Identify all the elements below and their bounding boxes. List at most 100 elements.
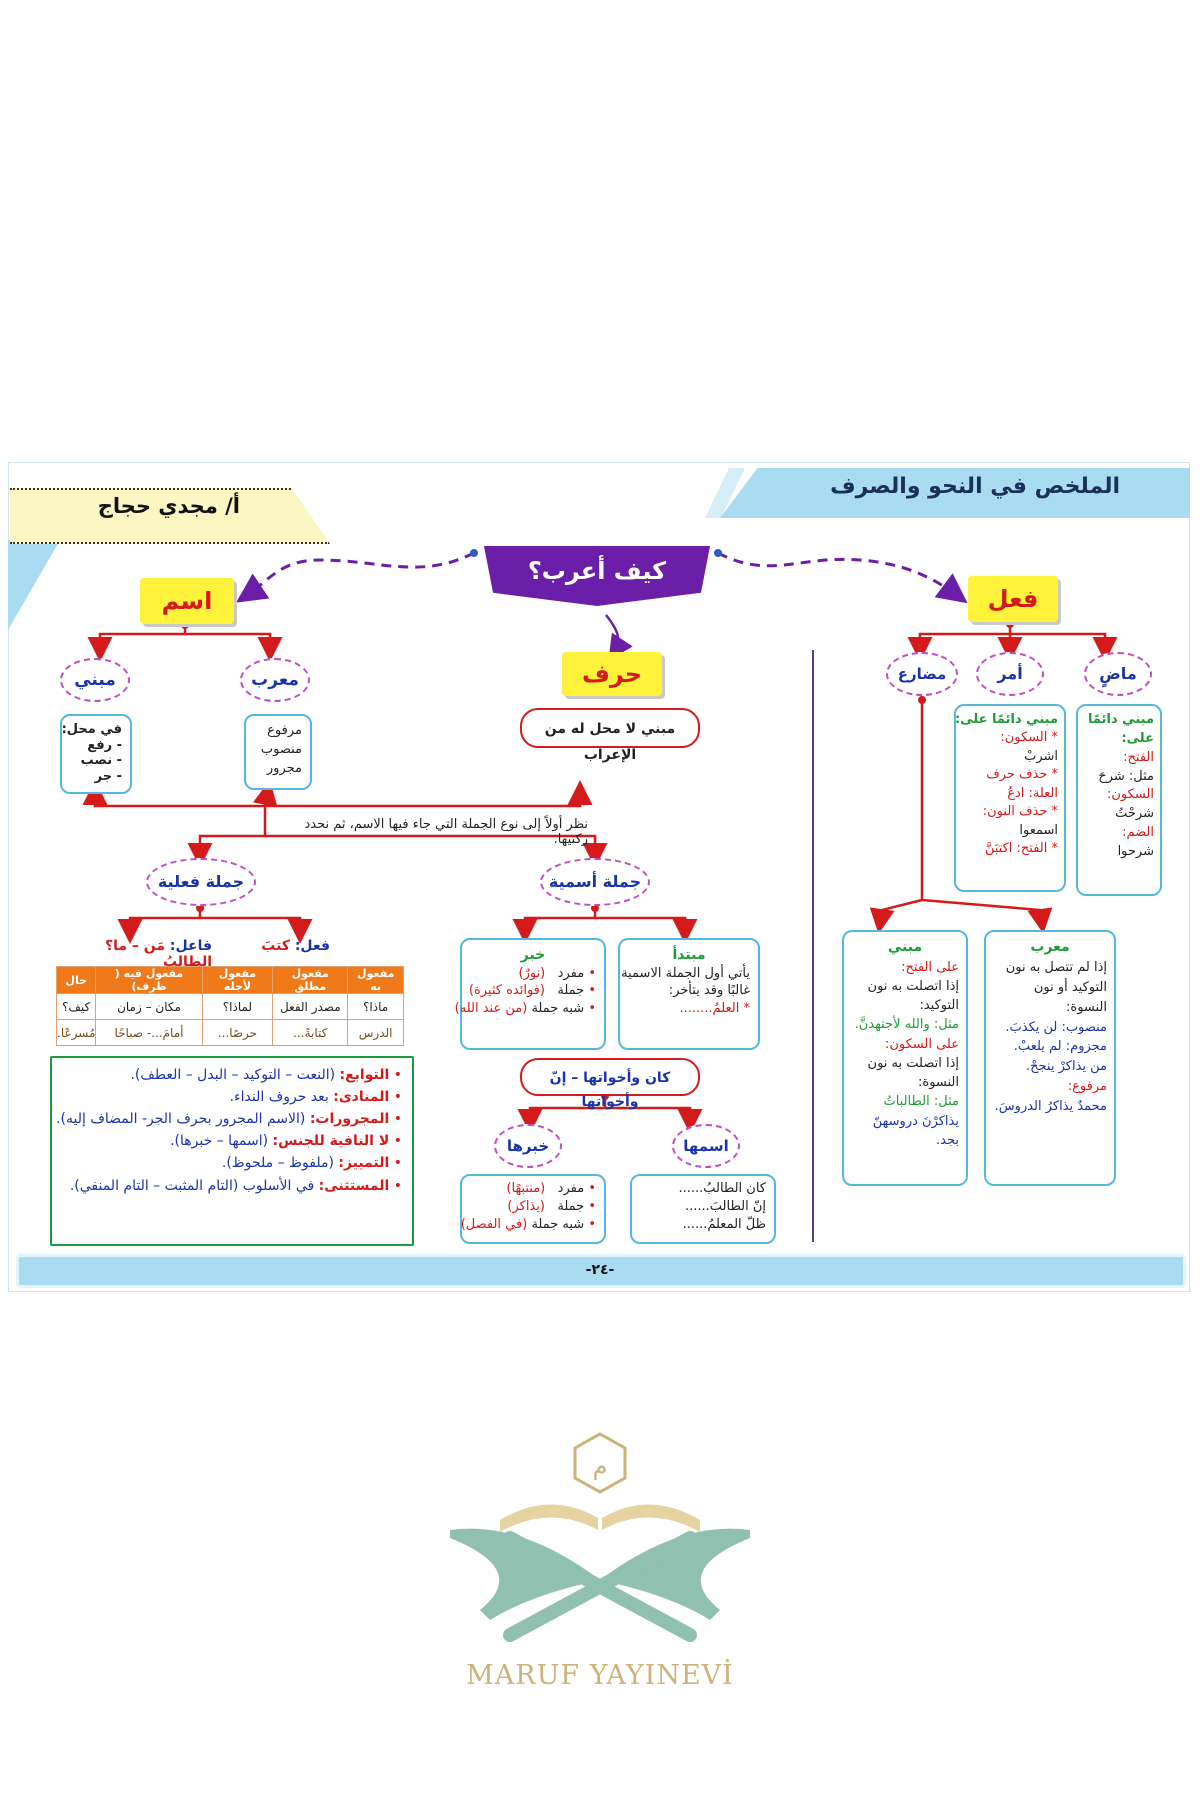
amr-oval: أمر <box>976 652 1044 696</box>
publisher-name: MARUF YAYINEVİ <box>466 1660 734 1691</box>
case-value: (اسمها – خبرها). <box>170 1133 269 1150</box>
mudari-mabni-line: إذا اتصلت به نون <box>867 1055 959 1071</box>
mudari-mabni-line: التوكيد: <box>919 998 959 1014</box>
kana-khabar-line: • جملة (يذاكر) <box>507 1199 596 1215</box>
amr-line: مبني دائمًا على: <box>954 712 1058 727</box>
harf-description: مبني لا محل له من الإعراب <box>520 708 700 763</box>
kana-ism-oval: اسمها <box>672 1124 740 1168</box>
mudari-murab-line: التوكيد أو نون <box>1033 980 1107 996</box>
khabar-example: (نورٌ) <box>518 965 546 981</box>
case-key: التوابع: <box>339 1067 390 1083</box>
ism-badge: اسم <box>140 578 234 624</box>
ism-murab-oval: معرب <box>240 658 310 702</box>
amr-line: اسمعوا <box>1019 822 1058 838</box>
mudari-mabni-line: مثل: والله لأجتهدنَّ. <box>854 1017 959 1033</box>
logo-letter: م <box>593 1452 608 1480</box>
kana-ism-line: كان الطالبُ...... <box>678 1181 766 1196</box>
case-key: المستثنى: <box>318 1177 390 1194</box>
table-cell: كتابةً... <box>272 1019 349 1046</box>
fil-badge: فعل <box>968 576 1058 622</box>
box-line: - جر <box>94 768 122 784</box>
box-line: في محل: <box>61 722 122 737</box>
case-value: (النعت – التوكيد – البدل – العطف). <box>130 1067 336 1083</box>
case-line: • التوابع: (النعت – التوكيد – البدل – ال… <box>130 1067 402 1083</box>
page-number: -٢٤- <box>585 1262 615 1278</box>
mubtada-box: مبتدأ يأتي أول الجملة الاسمية غالبًا وقد… <box>618 938 760 1050</box>
table-header: مفعول به <box>347 966 404 994</box>
mudari-murab-line: النسوة: <box>1066 999 1107 1015</box>
publisher-logo: م <box>450 1432 750 1642</box>
kana-khabar-oval: خبرها <box>494 1124 562 1168</box>
page-title: الملخص في النحو والصرف <box>830 474 1120 499</box>
other-cases-box: • التوابع: (النعت – التوكيد – البدل – ال… <box>50 1056 414 1246</box>
khabar-example: (فوائده كثيرة) <box>468 983 545 999</box>
table-row: الدرس كتابةً... حرصًا... أمامَ...- صباحً… <box>55 1019 404 1046</box>
table-header-row: مفعول به مفعول مطلق مفعول لأجله مفعول في… <box>55 966 404 994</box>
madi-line: مبني دائمًا <box>1088 712 1154 727</box>
box-line: مجرور <box>266 760 302 776</box>
header-banner <box>720 468 1190 518</box>
kana-khabar-box: • مفرد (منتبهًا) • جملة (يذاكر) • شبه جم… <box>460 1174 606 1244</box>
case-key: التمييز: <box>338 1155 390 1172</box>
author-banner <box>10 488 330 544</box>
table-cell: الدرس <box>347 1019 404 1046</box>
madi-line: شرحْتُ <box>1115 806 1154 822</box>
mudari-mabni-line: إذا اتصلت به نون <box>867 978 959 994</box>
mudari-mabni-line: بجد. <box>936 1132 959 1148</box>
khabar-line: • جملة (فوائده كثيرة) <box>468 983 596 999</box>
mudari-mabni-title: مبني <box>887 939 923 955</box>
amr-line: * حذف النون: <box>982 804 1058 820</box>
case-line: • المنادى: بعد حروف النداء. <box>229 1089 402 1106</box>
khabar-example: (من عند الله) <box>454 1000 528 1016</box>
table-header: مفعول لأجله <box>201 966 274 994</box>
amr-line: اشربْ <box>1024 748 1058 764</box>
amr-line: * السكون: <box>1000 730 1058 746</box>
table-row: ماذا؟ مصدر الفعل لماذا؟ مكان – زمان كيف؟ <box>55 993 404 1020</box>
amr-box: مبني دائمًا على: * السكون: اشربْ * حذف ح… <box>954 704 1066 892</box>
madi-line: شرحوا <box>1117 843 1154 859</box>
case-line: • لا النافية للجنس: (اسمها – خبرها). <box>170 1133 402 1150</box>
madi-box: مبني دائمًا على: الفتح: مثل: شرحَ السكون… <box>1076 704 1162 896</box>
mudari-murab-line: مرفوع: <box>1067 1078 1107 1094</box>
fail-key: فاعل: <box>169 938 212 954</box>
khabar-label: جملة <box>557 983 585 999</box>
table-cell: لماذا؟ <box>201 993 274 1020</box>
case-line: • التمييز: (ملفوظ – ملحوظ). <box>221 1155 402 1172</box>
case-line: • المستثنى: في الأسلوب (التام المثبت – ا… <box>69 1177 402 1194</box>
case-value: (الاسم المجرور بحرف الجر- المضاف إليه). <box>56 1111 306 1128</box>
kana-khabar-label: مفرد <box>557 1181 585 1196</box>
mudari-murab-line: من يذاكرْ ينجحْ. <box>1026 1059 1107 1075</box>
mudari-mabni-box: مبني على الفتح: إذا اتصلت به نون التوكيد… <box>842 930 968 1186</box>
amr-line: * الفتح: اكتبَنَّ <box>984 841 1058 857</box>
table-header: حال <box>55 966 97 994</box>
kana-khabar-example: (منتبهًا) <box>506 1181 546 1196</box>
table-cell: أمامَ...- صباحًا <box>95 1019 203 1046</box>
connector-lines <box>82 549 1118 1134</box>
table-cell: مُسرعًا. <box>55 1019 97 1046</box>
kana-ism-box: كان الطالبُ...... إنّ الطالبَ...... ظلّ … <box>630 1174 776 1244</box>
kana-khabar-label: جملة <box>557 1199 585 1215</box>
mudari-murab-line: مجزوم: لم يلعبْ. <box>1013 1039 1107 1055</box>
fil-example: كتبَ <box>261 938 290 954</box>
table-cell: ماذا؟ <box>347 993 404 1020</box>
case-value: (ملفوظ – ملحوظ). <box>221 1155 334 1172</box>
kana-ism-line: ظلّ المعلمُ...... <box>682 1217 766 1233</box>
khabar-title: خبر <box>520 947 546 963</box>
case-value: بعد حروف النداء. <box>229 1089 329 1106</box>
table-header: مفعول مطلق <box>272 966 349 994</box>
note-text: نظر أولاً إلى نوع الجملة التي جاء فيها ا… <box>304 817 588 847</box>
case-value: في الأسلوب (التام المثبت – التام المنفي)… <box>69 1177 315 1194</box>
mudari-mabni-line: على السكون: <box>884 1036 959 1052</box>
mudari-murab-line: إذا لم تتصل به نون <box>1005 960 1107 976</box>
ism-murab-box: مرفوع منصوب مجرور <box>244 714 312 790</box>
khabar-line: • مفرد (نورٌ) <box>518 965 597 981</box>
khabar-label: مفرد <box>557 965 585 981</box>
khabar-box: خبر • مفرد (نورٌ) • جملة (فوائده كثيرة) … <box>455 938 606 1050</box>
kana-ism-line: إنّ الطالبَ...... <box>684 1199 766 1215</box>
kana-khabar-label: شبه جملة <box>531 1217 585 1233</box>
fil-key: فعل: <box>294 938 330 954</box>
case-key: لا النافية للجنس: <box>272 1133 390 1150</box>
mubtada-title: مبتدأ <box>672 947 706 963</box>
table-cell: كيف؟ <box>55 993 97 1020</box>
mudari-murab-box: معرب إذا لم تتصل به نون التوكيد أو نون ا… <box>984 930 1116 1186</box>
